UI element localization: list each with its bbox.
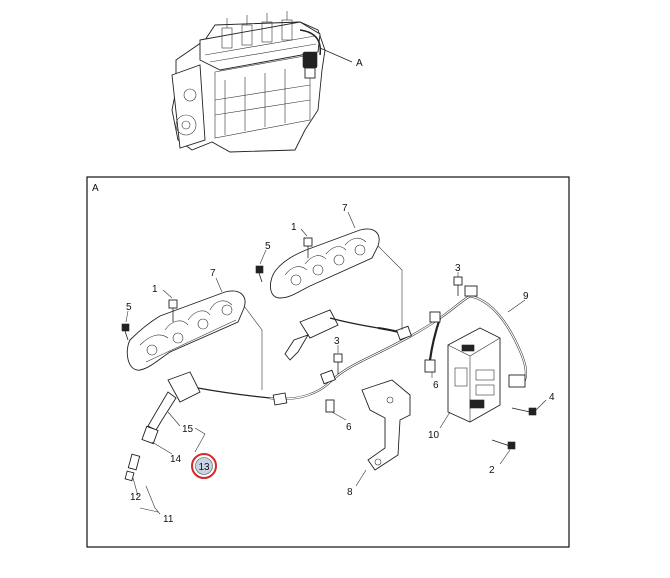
bolts — [121, 237, 463, 374]
heat-shield-right — [270, 228, 380, 299]
callout-7-left: 7 — [210, 268, 216, 279]
engine-illustration: A — [171, 11, 363, 153]
callout-5-left: 5 — [126, 302, 132, 313]
screws — [491, 407, 537, 450]
callout-3-middle: 3 — [334, 336, 340, 347]
highlighted-callout-13[interactable]: 13 — [191, 453, 217, 479]
callout-6-left: 6 — [346, 422, 352, 433]
callout-2: 2 — [489, 465, 495, 476]
coil-left — [141, 371, 271, 445]
wiring-harness — [269, 285, 528, 413]
detail-letter: A — [92, 183, 99, 194]
callout-7-right: 7 — [342, 203, 348, 214]
callout-numbers: 1 1 2 3 3 4 5 5 6 6 7 7 8 9 10 11 12 14 … — [126, 203, 555, 525]
detail-frame — [86, 176, 570, 548]
coil-middle — [284, 309, 379, 361]
control-module — [447, 327, 501, 423]
bracket — [361, 379, 411, 471]
callout-8: 8 — [347, 487, 353, 498]
callout-4: 4 — [549, 392, 555, 403]
callout-11: 11 — [163, 514, 174, 525]
callout-9: 9 — [523, 291, 529, 302]
engine-callout-A: A — [356, 58, 363, 69]
callout-1-right: 1 — [291, 222, 297, 233]
callout-3-top: 3 — [455, 263, 461, 274]
sensor-left-small — [124, 453, 141, 482]
callout-1-left: 1 — [152, 284, 158, 295]
callout-15: 15 — [182, 424, 194, 435]
heat-shield-left — [126, 290, 246, 371]
callout-12: 12 — [130, 492, 142, 503]
callout-5-right: 5 — [265, 241, 271, 252]
callout-10: 10 — [428, 430, 440, 441]
callout-13: 13 — [198, 462, 210, 473]
leader-lines — [125, 211, 547, 515]
callout-14: 14 — [170, 454, 182, 465]
callout-6-right: 6 — [433, 380, 439, 391]
